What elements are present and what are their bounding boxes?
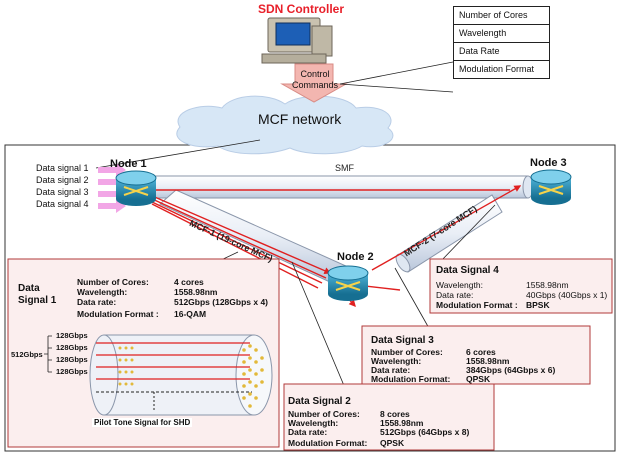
signal2-row-value: 1558.98nm xyxy=(380,418,424,428)
signal2-row-label: Modulation Format: xyxy=(288,438,368,448)
node-label: Node 2 xyxy=(337,251,374,263)
core-rate-label: 128Gbps xyxy=(56,343,88,352)
signal2-row-label: Data rate: xyxy=(288,427,328,437)
signal2-title: Data Signal 2 xyxy=(288,396,351,407)
signal4-box xyxy=(429,258,613,314)
signal1-row-label: Number of Cores: xyxy=(77,277,149,287)
signal3-box xyxy=(361,325,591,385)
signal3-row-value: QPSK xyxy=(466,374,491,384)
signal1-row-value: 1558.98nm xyxy=(174,287,218,297)
mcf2-fiber xyxy=(395,194,503,273)
signal3-row-value: 1558.98nm xyxy=(466,356,510,366)
input-signal-label: Data signal 1 xyxy=(36,163,89,173)
control-commands-label: Control Commands xyxy=(291,69,338,90)
signal4-row-value: BPSK xyxy=(526,300,550,310)
core-rate-label: 128Gbps xyxy=(56,355,88,364)
node-switch-icon xyxy=(115,170,157,206)
legend-item: Modulation Format xyxy=(459,64,535,74)
smf-fiber xyxy=(147,175,534,199)
signal-lines xyxy=(149,185,522,308)
core-rate-label: 128Gbps xyxy=(56,331,88,340)
core-rate-label: 128Gbps xyxy=(56,367,88,376)
signal1-row-label: Wavelength: xyxy=(77,287,128,297)
total-rate-label: 512Gbps xyxy=(11,350,43,359)
smf-label: SMF xyxy=(335,163,354,173)
signal2-row-value: 8 cores xyxy=(380,409,410,419)
signal3-row-value: 6 cores xyxy=(466,347,496,357)
signal3-row-label: Wavelength: xyxy=(371,356,422,366)
controller-parameters-legend: Number of Cores Wavelength Data Rate Mod… xyxy=(453,6,550,79)
legend-item: Data Rate xyxy=(454,43,549,61)
signal1-row-value: 512Gbps (128Gbps x 4) xyxy=(174,297,269,307)
node-switch-icon xyxy=(530,169,572,205)
node-label: Node 3 xyxy=(530,157,567,169)
input-signal-label: Data signal 4 xyxy=(36,199,89,209)
input-signal-label: Data signal 2 xyxy=(36,175,89,185)
signal3-row-label: Number of Cores: xyxy=(371,347,443,357)
legend-item: Wavelength xyxy=(454,25,549,43)
signal1-row-value: 16-QAM xyxy=(174,309,207,319)
legend-item: Number of Cores xyxy=(454,7,549,25)
pilot-tone-label: Pilot Tone Signal for SHD xyxy=(92,418,193,427)
signal3-row-value: 384Gbps (64Gbps x 6) xyxy=(466,365,556,375)
signal4-row-label: Data rate: xyxy=(436,290,474,300)
signal4-row-label: Modulation Format : xyxy=(436,300,518,310)
signal1-row-label: Data rate: xyxy=(77,297,117,307)
controller-title: SDN Controller xyxy=(258,2,345,16)
signal2-row-value: 512Gbps (64Gbps x 8) xyxy=(380,427,470,437)
cloud-icon xyxy=(176,95,394,155)
computer-icon xyxy=(261,17,333,64)
signal4-row-value: 1558.98nm xyxy=(526,280,569,290)
node-switch-icon xyxy=(327,265,369,301)
signal3-title: Data Signal 3 xyxy=(371,335,434,346)
control-commands-arrow xyxy=(280,63,348,103)
signal4-title: Data Signal 4 xyxy=(436,265,499,276)
signal2-row-value: QPSK xyxy=(380,438,405,448)
network-label: MCF network xyxy=(258,111,342,127)
signal1-row-value: 4 cores xyxy=(174,277,204,287)
signal4-row-label: Wavelength: xyxy=(436,280,483,290)
signal2-box xyxy=(283,383,495,451)
signal2-row-label: Number of Cores: xyxy=(288,409,360,419)
node-label: Node 1 xyxy=(110,158,147,170)
signal4-row-value: 40Gbps (40Gbps x 1) xyxy=(526,290,608,300)
signal1-row-label: Modulation Format : xyxy=(77,309,159,319)
signal2-row-label: Wavelength: xyxy=(288,418,339,428)
signal1-title: Data Signal 1 xyxy=(18,283,57,306)
fiber-cylinder-icon xyxy=(44,334,273,416)
signal3-row-label: Modulation Format: xyxy=(371,374,451,384)
signal3-row-label: Data rate: xyxy=(371,365,411,375)
input-signal-label: Data signal 3 xyxy=(36,187,89,197)
